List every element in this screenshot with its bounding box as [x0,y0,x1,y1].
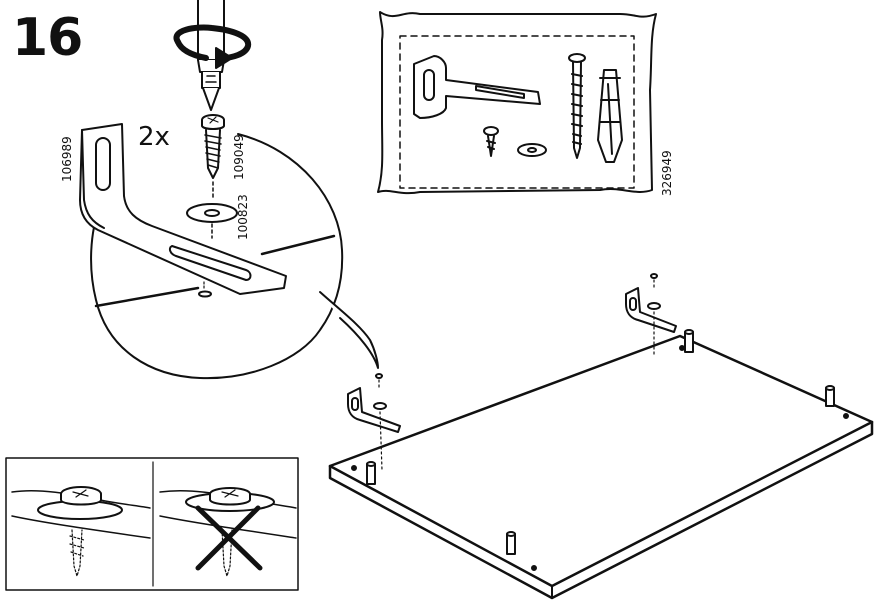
washer-part-code: 100823 [236,194,250,240]
screw-washer-correct-icon [11,486,151,577]
table-top [328,334,874,600]
screw-washer-wrong-icon [159,487,297,577]
quantity-label: 2x [138,122,170,152]
screw-thread-icon [204,129,222,179]
rotate-clockwise-icon [173,24,252,69]
bag-small-screw-icon [483,126,499,157]
dowel-icon [366,329,835,555]
table-bracket-right-icon [625,273,677,357]
cross-mark-icon [195,505,263,571]
zoom-circle [90,133,344,380]
bracket-icon [79,123,287,295]
bag-wall-plug-icon [597,69,623,163]
hint-box [5,457,299,591]
washer-icon [186,203,238,223]
bag-long-screw-icon [568,53,586,159]
screw-part-code: 109049 [232,134,246,180]
step-number: 16 [12,8,83,68]
screw-head-icon [201,114,225,130]
callout-tail [319,291,379,369]
bag-part-code: 326949 [660,150,674,196]
bag-washer-icon [517,143,547,157]
table-bracket-left-icon [347,373,401,471]
bracket-part-code: 106989 [60,136,74,182]
bag-bracket-icon [413,55,541,119]
